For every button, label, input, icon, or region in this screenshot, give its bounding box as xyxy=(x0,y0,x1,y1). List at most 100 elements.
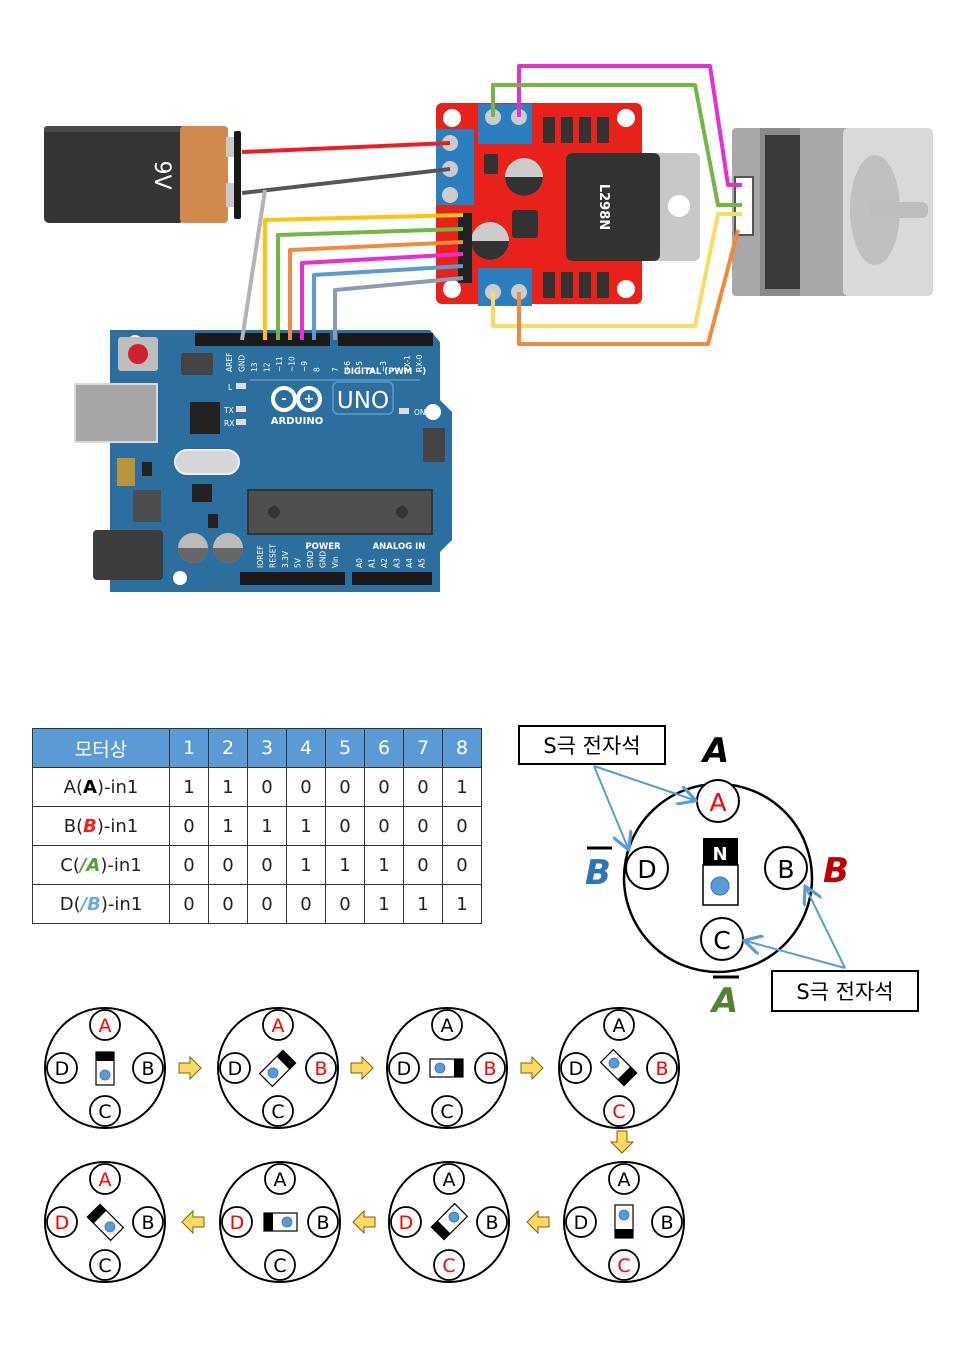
table-header-row: 모터상 1 2 3 4 5 6 7 8 xyxy=(32,728,482,768)
rotor-magnet xyxy=(429,1058,464,1078)
digital-pin-label: AREF xyxy=(225,353,234,372)
wire-pin12 xyxy=(263,213,464,340)
led-l-label: L xyxy=(228,383,233,392)
stator-circle xyxy=(386,1007,508,1129)
arrow-right-icon xyxy=(520,1055,544,1081)
coil-label: B xyxy=(314,1058,327,1080)
north-pole xyxy=(276,1050,296,1070)
power-header xyxy=(240,572,345,585)
table-cell: 0 xyxy=(286,884,326,924)
coil-b xyxy=(307,1206,339,1238)
wire-battery-positive xyxy=(241,141,451,154)
coil-c xyxy=(433,1249,465,1281)
pole-not-b-label: B xyxy=(585,853,611,893)
wire-motor-green xyxy=(491,83,742,207)
table-cell: 0 xyxy=(403,845,443,885)
wires xyxy=(240,64,742,346)
coil-a xyxy=(603,1009,635,1041)
row-label: B(B)-in1 xyxy=(32,806,170,846)
digital-pin-label: ~9 xyxy=(300,361,309,372)
table-cell: 1 xyxy=(364,884,404,924)
callout-bottom-box xyxy=(771,970,919,1012)
led-rx-label: RX xyxy=(224,419,234,428)
table-cell: 0 xyxy=(247,767,287,807)
pin-label: 3.3V xyxy=(281,550,290,568)
digital-pin-label: ~3 xyxy=(379,361,388,372)
l298n-driver-board: L298N xyxy=(436,103,700,306)
digital-pin-label: 8 xyxy=(313,367,322,372)
coil-label: B xyxy=(141,1212,154,1234)
digital-pin-label: 7 xyxy=(331,367,340,372)
table-header-step: 1 xyxy=(169,728,209,768)
coil-label: D xyxy=(230,1212,245,1234)
table-cell: 0 xyxy=(442,845,482,885)
coil-label: C xyxy=(612,1101,625,1123)
table-cell: 1 xyxy=(325,845,365,885)
coil-label: A xyxy=(99,1169,112,1191)
north-pole xyxy=(617,1066,637,1086)
pin-label: A0 xyxy=(355,558,364,568)
coil-d xyxy=(560,1052,592,1084)
rotor-n-label: N xyxy=(712,844,727,865)
north-pole xyxy=(264,1213,273,1231)
row-label-symbol: /A xyxy=(79,854,101,876)
digital-pin-label: GND xyxy=(238,355,247,372)
table-cell: 0 xyxy=(325,767,365,807)
pin-label: Vin xyxy=(331,556,340,568)
coil-label: D xyxy=(55,1212,70,1234)
table-cell: 1 xyxy=(442,767,482,807)
wire-arduino-gnd xyxy=(240,189,267,341)
coil-label: B xyxy=(655,1058,668,1080)
pin-label: GND xyxy=(306,551,315,568)
usb-chip xyxy=(190,402,220,434)
table-header-step: 5 xyxy=(325,728,365,768)
stator-circle xyxy=(558,1007,680,1129)
table-cell: 0 xyxy=(364,767,404,807)
power-jack xyxy=(93,530,163,580)
digital-header-label: DIGITAL (PWM ~) xyxy=(344,367,426,377)
arrow-left-icon xyxy=(181,1209,205,1235)
digital-pin-label: TX-1 xyxy=(403,355,412,373)
led-on-label: ON xyxy=(414,408,426,417)
coil-label: C xyxy=(273,1255,286,1277)
coil-b xyxy=(132,1052,164,1084)
digital-header-left xyxy=(195,333,330,346)
coil-c xyxy=(603,1095,635,1127)
battery: 9V xyxy=(44,126,241,223)
table-cell: 0 xyxy=(169,806,209,846)
wire-pin7 xyxy=(333,276,464,340)
coil-d xyxy=(46,1052,78,1084)
coil-a xyxy=(696,779,740,823)
table-cell: 0 xyxy=(325,806,365,846)
pin-label: 5V xyxy=(294,557,303,568)
coil-c xyxy=(264,1249,296,1281)
coil-label: A xyxy=(443,1169,456,1191)
table-header-step: 6 xyxy=(364,728,404,768)
pin-label: A2 xyxy=(380,558,389,568)
callout-bottom-label: S극 전자석 xyxy=(796,980,893,1004)
table-header-step: 3 xyxy=(247,728,287,768)
north-pole xyxy=(431,1220,451,1240)
arrow-left-icon xyxy=(352,1209,376,1235)
table-cell: 0 xyxy=(403,806,443,846)
table-cell: 1 xyxy=(169,767,209,807)
coil-d xyxy=(219,1052,251,1084)
motor-shaft xyxy=(870,202,928,218)
coil-b xyxy=(305,1052,337,1084)
row-label: A(A)-in1 xyxy=(32,767,170,807)
rotor-magnet xyxy=(599,1048,638,1087)
table-header-step: 4 xyxy=(286,728,326,768)
stator-circle xyxy=(44,1161,166,1283)
table-cell: 1 xyxy=(403,884,443,924)
coil-label: B xyxy=(660,1212,673,1234)
table-cell: 0 xyxy=(247,884,287,924)
coil-a xyxy=(433,1163,465,1195)
coil-label: B xyxy=(316,1212,329,1234)
